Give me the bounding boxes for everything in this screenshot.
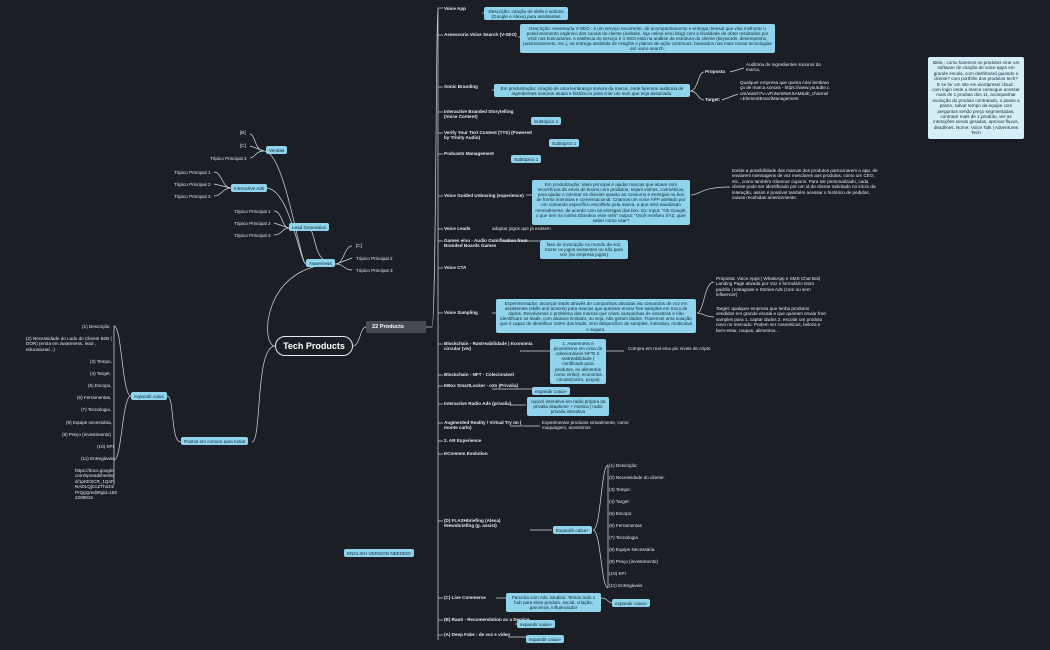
flashbriefing-item[interactable]: (4) Target:	[609, 499, 630, 504]
verify-node[interactable]: Verify Your Text Content (TTS) (Powered …	[444, 130, 532, 141]
deep-fake-node[interactable]: (A) Deep Fake : de voz e video	[444, 632, 511, 637]
lead-generation-node[interactable]: Lead Generation	[289, 223, 330, 232]
voice-leads-node[interactable]: Voice Leads	[444, 226, 471, 231]
idea-note[interactable]: Ideia : como fazemos os produtos virar u…	[928, 57, 1024, 139]
pontos-item[interactable]: (4) Target,	[90, 371, 111, 376]
storytelling-node[interactable]: Interactive Branded Storytelling (Voice …	[444, 109, 514, 120]
sonic-branding-box[interactable]: Em produtização: criação de uma lembranç…	[494, 84, 690, 98]
lead-generation-item[interactable]: Tópico Principal 2	[234, 221, 271, 226]
awareness-item[interactable]: Tópico Principal 2	[356, 256, 393, 261]
live-commerce-node[interactable]: (C) Live Commerce	[444, 595, 486, 600]
vendas-item[interactable]: [B]	[240, 130, 246, 135]
voice-sampling-proposta[interactable]: Proposta: Voice Apps | WhatsApp e SMS Ch…	[716, 276, 821, 298]
flashbriefing-expand-button[interactable]: Expandir caixa+	[553, 526, 592, 535]
sonic-target-text[interactable]: Qualquer empresa que queira criar lembra…	[740, 80, 830, 102]
flashbriefing-item[interactable]: (6) Ferramentas	[609, 523, 642, 528]
flashbriefing-item[interactable]: (11) Entregáveis	[609, 583, 643, 588]
awareness-item[interactable]: [C]	[356, 243, 362, 248]
live-commerce-box[interactable]: Parceria com Adv. Studios. Temos todo o …	[506, 593, 601, 612]
games-box[interactable]: fase de invocação no mundo da voz, traze…	[540, 240, 628, 259]
flashbriefing-node[interactable]: (D) FLASHbriefing (Alexa) /Newsbriefing …	[444, 518, 501, 529]
flashbriefing-item[interactable]: (7) Tecnologia	[609, 535, 638, 540]
interactive-ads-item[interactable]: Tópico Principal 2	[174, 182, 211, 187]
flashbriefing-item[interactable]: (1) Descrição:	[609, 463, 638, 468]
radio-node[interactable]: Interactive Radio Ads (privalia)	[444, 401, 512, 406]
sonic-target-label[interactable]: Target:	[705, 97, 721, 102]
pontos-item[interactable]: (7) Tecnologia,	[81, 407, 112, 412]
sonic-branding-node[interactable]: Sonic Branding	[444, 84, 478, 89]
ebox-node[interactable]: EBox SmartLocker - o2o (Privalia)	[444, 383, 519, 388]
ar-text[interactable]: Experimentar produtos virtualmente, como…	[542, 420, 629, 431]
sonic-proposta-label[interactable]: Proposta	[705, 69, 725, 74]
pontos-item[interactable]: (6) Ferramentas,	[77, 395, 112, 400]
interactive-ads-item[interactable]: Tópico Principal 1	[174, 170, 211, 175]
pontos-item[interactable]: (2) Necessidade do Lado do Cliente B2B (…	[26, 336, 113, 352]
ecomm-node[interactable]: ECommm Evolution	[444, 451, 488, 456]
raas-node[interactable]: (B) RaaS - Recomendation as a Service	[444, 617, 530, 622]
deep-fake-expand-button[interactable]: expandir caixa+	[526, 635, 565, 644]
ar-node[interactable]: Augmented Reality \ Virtual Try on ( mon…	[444, 420, 522, 431]
pontos-expand-button[interactable]: expandir caixa	[131, 392, 167, 401]
blockchain-side-text[interactable]: Compra em real e/ou pix níveis de cripto	[628, 346, 711, 351]
pontos-item[interactable]: (11) Entregáveis	[81, 456, 115, 461]
podcasts-node[interactable]: Podcasts Management	[444, 151, 494, 156]
assessoria-box[interactable]: Descrição: Assessoria V-SEO : é um servi…	[520, 24, 775, 54]
pontos-item[interactable]: (1) Descrição,	[82, 324, 111, 329]
games-node[interactable]: Games e/ou - Audio Gamification from Bra…	[444, 238, 528, 249]
voice-sampling-box[interactable]: Experimentador: alcançar leads através d…	[496, 299, 696, 334]
flashbriefing-item[interactable]: (3) Tempo:	[609, 487, 631, 492]
pontos-item[interactable]: (3) Tempo,	[90, 359, 112, 364]
vendas-item[interactable]: [C]	[240, 143, 246, 148]
vendas-node[interactable]: Vendas	[266, 146, 288, 155]
voice-leads-text[interactable]: adaptar jogos que já existem	[492, 226, 551, 231]
english-version-node[interactable]: ENGLISH VERSION NEEDED!	[344, 549, 414, 558]
live-commerce-expand-button[interactable]: expandir caixa+	[612, 599, 651, 608]
podcasts-box[interactable]: Subtópico 1	[511, 155, 542, 164]
flashbriefing-item[interactable]: (9) Preço (investimento)	[609, 559, 659, 564]
blockchain-node[interactable]: Blockchain - Rastreabilidade | Economia …	[444, 341, 533, 352]
unboxing-box[interactable]: Em produtização: Ideia principal é ajuda…	[532, 180, 690, 225]
pontos-item[interactable]: (5) Escopo,	[88, 383, 112, 388]
pontos-node[interactable]: Pontos em comum para todos	[181, 437, 249, 446]
root-node[interactable]: Tech Products	[275, 336, 353, 356]
blockchain-nft-node[interactable]: Blockchain - NFT - Colecionável	[444, 372, 514, 377]
interactive-ads-node[interactable]: Interactive Ads	[231, 184, 268, 193]
voice-sampling-node[interactable]: Voice Sampling	[444, 310, 478, 315]
lead-generation-item[interactable]: Tópico Principal 1	[234, 209, 271, 214]
voice-app-node[interactable]: Voice App	[444, 6, 466, 11]
interactive-ads-item[interactable]: Tópico Principal 3	[174, 194, 211, 199]
ar-experience-node[interactable]: 2. AR Experience	[444, 438, 482, 443]
sonic-proposta-text[interactable]: Auditoria de ingredientes sonoros da mar…	[746, 62, 821, 73]
flashbriefing-item[interactable]: (5) Escopo:	[609, 511, 633, 516]
awareness-node[interactable]: Awareness	[306, 259, 335, 268]
raas-expand-button[interactable]: expandir caixa+	[517, 620, 556, 629]
voice-sampling-target[interactable]: Target: qualquer empresa que tenha produ…	[716, 306, 826, 333]
voice-cta-node[interactable]: Voice CTA	[444, 265, 467, 270]
flashbriefing-item[interactable]: (10) KPI	[609, 571, 626, 576]
ebox-expand-button[interactable]: expandir caixa+	[532, 387, 571, 396]
unboxing-node[interactable]: Voice Guided Unboxing (experience)	[444, 193, 524, 198]
assessoria-node[interactable]: Assessoria Voice Search (V-SEO)	[444, 32, 517, 37]
vendas-item[interactable]: Tópico Principal 3	[210, 156, 247, 161]
awareness-item[interactable]: Tópico Principal 3	[356, 268, 393, 273]
verify-box[interactable]: Subtópico 1	[549, 139, 580, 148]
voice-app-box[interactable]: Descrição: criação de skills e actions (…	[484, 7, 568, 21]
pontos-item[interactable]: (8) Equipe necessária,	[66, 420, 112, 425]
radio-box[interactable]: cupom interativo em radio própria da pri…	[527, 397, 609, 416]
storytelling-box[interactable]: Subtópico 1	[531, 117, 562, 126]
flashbriefing-item[interactable]: (2) Necessidade do cliente:	[609, 475, 665, 480]
lead-generation-item[interactable]: Tópico Principal 3	[234, 233, 271, 238]
blockchain-box[interactable]: 1. Awareness e pioneirismo em cima de co…	[550, 339, 606, 384]
pontos-link[interactable]: https://docs.google.com/spreadsheets/d/1…	[75, 468, 118, 501]
pontos-item[interactable]: (9) Preço (investimento)	[62, 432, 112, 437]
unboxing-side-text[interactable]: Existe a possibilidade das marcas dos pr…	[732, 168, 878, 201]
pontos-item[interactable]: (10) KPI	[97, 444, 114, 449]
flashbriefing-item[interactable]: (8) Equipe Necessária	[609, 547, 655, 552]
products-header-node[interactable]: 22 Products	[366, 321, 426, 333]
